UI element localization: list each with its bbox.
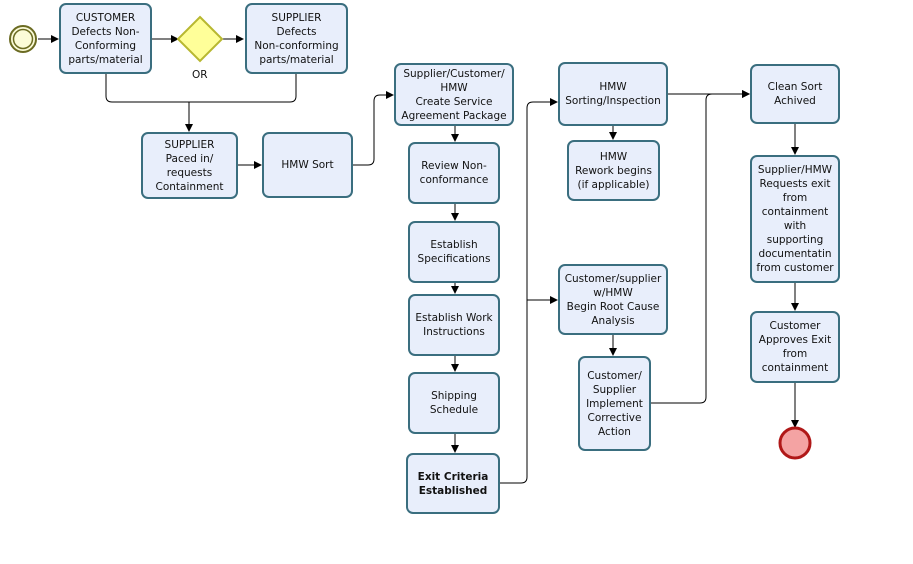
task-shipping-schedule[interactable]: Shipping Schedule bbox=[408, 372, 500, 434]
task-customer-defects[interactable]: CUSTOMER Defects Non- Conforming parts/m… bbox=[59, 3, 152, 74]
task-review-nonconformance[interactable]: Review Non- conformance bbox=[408, 142, 500, 204]
edge-supplier-to-paced bbox=[189, 74, 297, 103]
task-rework-begins[interactable]: HMW Rework begins (if applicable) bbox=[567, 140, 660, 201]
gateway-label: OR bbox=[192, 69, 208, 81]
edge-exit-to-sorting bbox=[499, 98, 558, 484]
task-supplier-defects[interactable]: SUPPLIER Defects Non-conforming parts/ma… bbox=[245, 3, 348, 74]
task-hmw-sort[interactable]: HMW Sort bbox=[262, 132, 353, 198]
task-supplier-paced[interactable]: SUPPLIER Paced in/ requests Containment bbox=[141, 132, 238, 199]
task-create-service[interactable]: Supplier/Customer/ HMW Create Service Ag… bbox=[394, 63, 514, 126]
end-event bbox=[778, 426, 812, 460]
edge-sort-to-create bbox=[353, 91, 394, 166]
task-sorting-inspection[interactable]: HMW Sorting/Inspection bbox=[558, 62, 668, 126]
task-customer-approves[interactable]: Customer Approves Exit from containment bbox=[750, 311, 840, 383]
task-clean-sort[interactable]: Clean Sort Achived bbox=[750, 64, 840, 124]
task-establish-work[interactable]: Establish Work Instructions bbox=[408, 294, 500, 356]
or-gateway bbox=[176, 15, 224, 63]
task-exit-criteria[interactable]: Exit Criteria Established bbox=[406, 453, 500, 514]
edge-customer-to-paced bbox=[105, 74, 193, 132]
task-requests-exit[interactable]: Supplier/HMW Requests exit from containm… bbox=[750, 155, 840, 283]
task-root-cause[interactable]: Customer/supplier w/HMW Begin Root Cause… bbox=[558, 264, 668, 335]
task-implement-corrective[interactable]: Customer/ Supplier Implement Corrective … bbox=[578, 356, 651, 451]
start-event-inner bbox=[12, 28, 34, 50]
task-establish-specs[interactable]: Establish Specifications bbox=[408, 221, 500, 283]
edge-implement-to-clean bbox=[650, 90, 750, 404]
